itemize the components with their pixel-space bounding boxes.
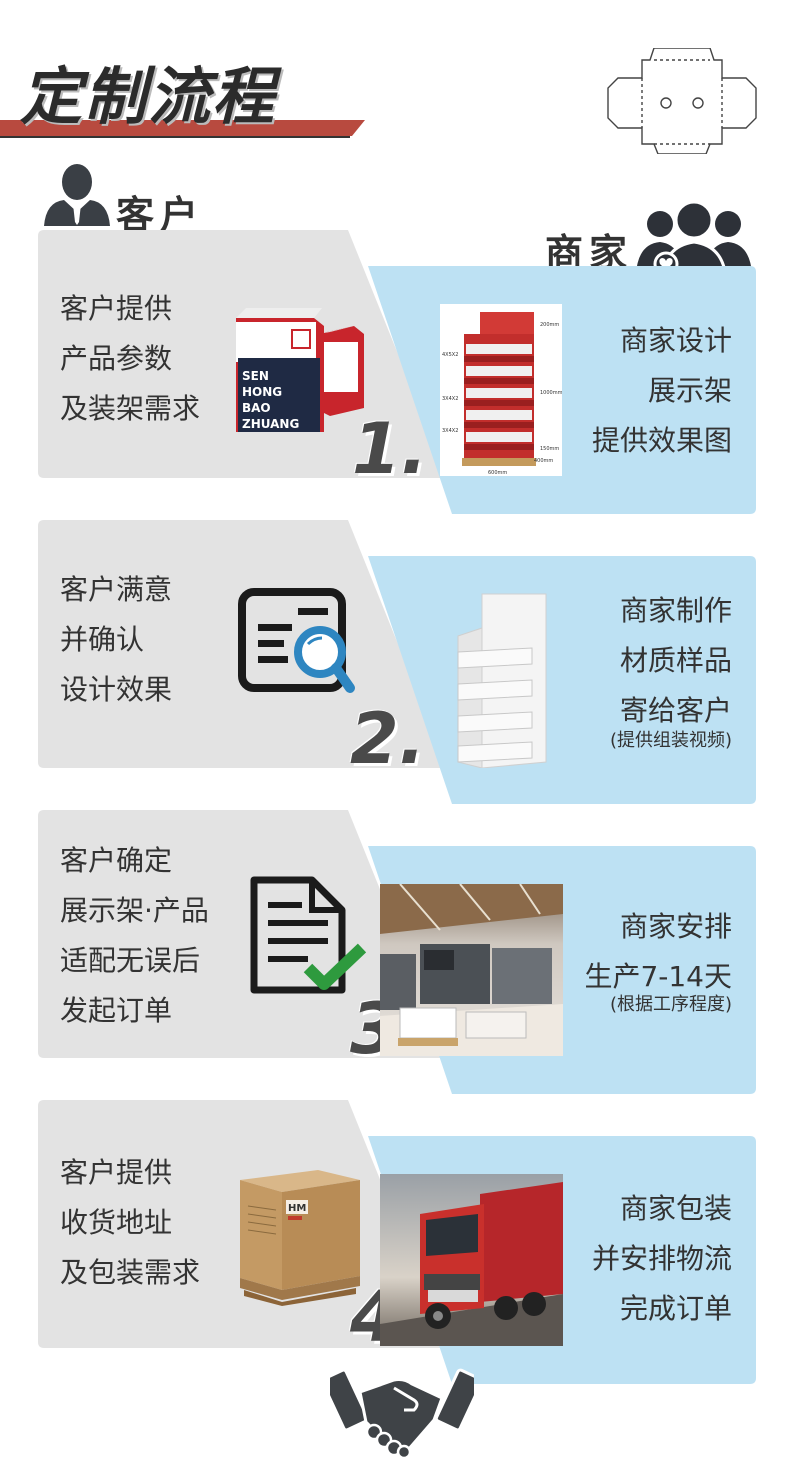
step4-merchant-text: 商家包装并安排物流完成订单 — [591, 1192, 732, 1325]
step3-customer-panel — [38, 810, 448, 1058]
rack-dim-5: 600mm — [488, 470, 507, 476]
step3-customer-text: 客户确定展示架·产品适配无误后发起订单 — [60, 844, 209, 1027]
dieline-icon — [607, 48, 757, 154]
step3-note: (根据工序程度) — [609, 994, 732, 1015]
white-rack-sample-image — [457, 593, 547, 768]
step2-merchant-text: 商家制作材质样品寄给客户 — [619, 594, 732, 727]
box-label-2: HONG — [242, 385, 282, 399]
title-underline — [0, 120, 365, 138]
factory-photo — [380, 884, 563, 1056]
step1-number: 1. — [352, 408, 428, 490]
rack-dim-3: 150mm — [540, 446, 559, 452]
customer-label: 客户 — [116, 193, 205, 237]
step1-merchant-text: 商家设计展示架提供效果图 — [591, 324, 732, 457]
step1-customer-text: 客户提供产品参数及装架需求 — [60, 292, 201, 425]
box-label-3: BAO — [242, 401, 271, 415]
handshake-icon — [330, 1368, 474, 1458]
truck-photo — [380, 1174, 563, 1346]
carton-label: HM — [288, 1203, 306, 1214]
carton-pallet-image: HM — [240, 1170, 360, 1306]
step2-note: (提供组装视频) — [609, 730, 732, 751]
rack-dim-1: 200mm — [540, 322, 559, 328]
step4-customer-text: 客户提供收货地址及包装需求 — [60, 1156, 201, 1289]
box-label-4: ZHUANG — [242, 417, 299, 431]
product-box-image: SEN HONG BAO ZHUANG — [236, 308, 364, 432]
document-check-icon — [250, 876, 366, 994]
box-label-1: SEN — [242, 369, 269, 383]
page-title: 定制流程 — [20, 60, 277, 133]
rack-row-1: 4X5X2 — [442, 352, 458, 358]
rack-row-2: 3X4X2 — [442, 396, 458, 402]
step3-merchant-text: 商家安排生产7-14天 — [584, 910, 732, 993]
document-search-icon — [238, 588, 355, 693]
rack-dim-4: 400mm — [534, 458, 553, 464]
rack-row-3: 3X4X2 — [442, 428, 458, 434]
step2-number: 2. — [350, 698, 426, 780]
rack-dim-2: 1000mm — [540, 390, 562, 396]
customer-icon — [44, 164, 110, 226]
rack-design-image: 200mm 1000mm 150mm 400mm 600mm 4X5X2 3X4… — [440, 304, 562, 476]
step2-customer-text: 客户满意并确认设计效果 — [60, 573, 173, 706]
